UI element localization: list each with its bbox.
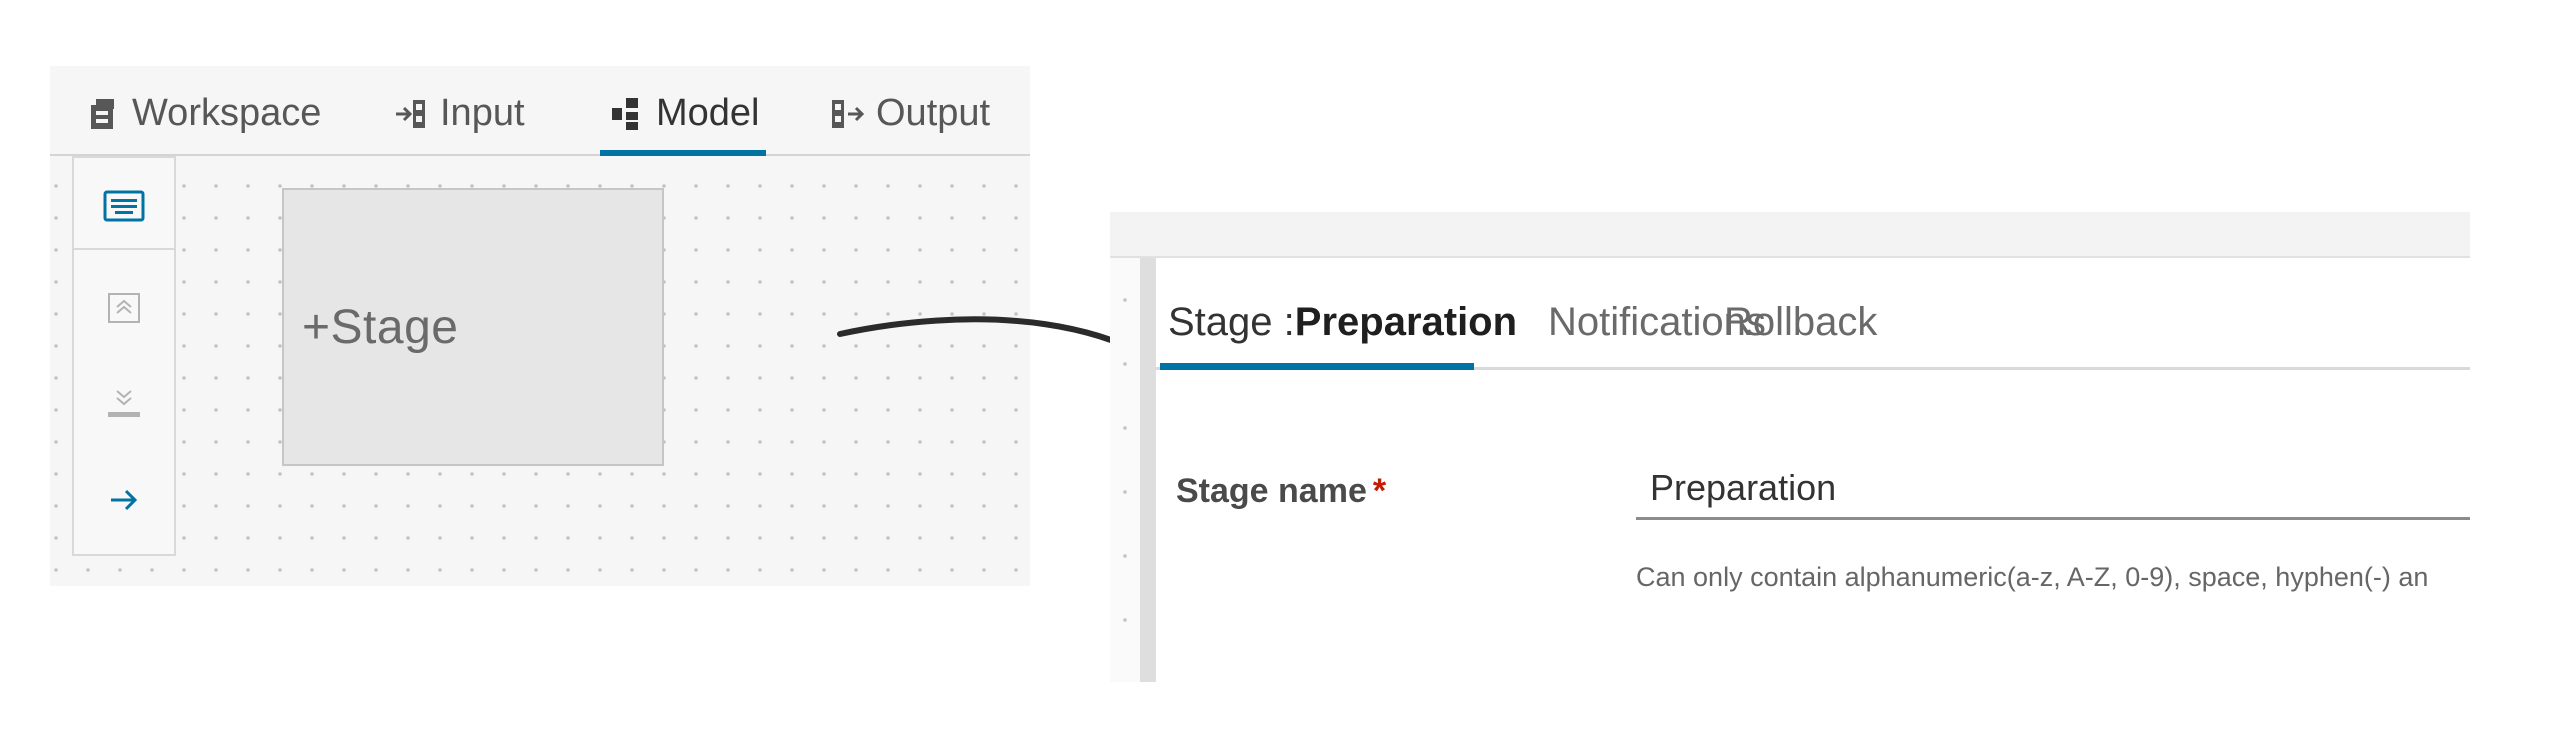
tab-output[interactable]: Output xyxy=(830,86,990,156)
panel-header-bar xyxy=(1110,212,2470,258)
panel-resize-handle[interactable] xyxy=(1140,258,1156,682)
add-stage-button[interactable]: +Stage xyxy=(282,188,664,466)
pipeline-editor-panel: Workspace Input Model xyxy=(50,66,1030,586)
tab-label: Notifications xyxy=(1548,300,1766,344)
model-icon xyxy=(612,98,638,130)
tab-model[interactable]: Model xyxy=(600,86,766,156)
stage-name-helper-text: Can only contain alphanumeric(a-z, A-Z, … xyxy=(1636,562,2429,592)
pipeline-canvas[interactable]: +Stage xyxy=(50,156,1030,586)
tab-stage-prefix: Stage : xyxy=(1168,300,1295,344)
stage-name-label: Stage name* xyxy=(1176,472,1386,511)
input-icon xyxy=(396,100,425,128)
workspace-icon xyxy=(91,99,114,129)
required-indicator: * xyxy=(1372,472,1387,510)
editor-tabs: Workspace Input Model xyxy=(50,66,1030,156)
tab-workspace[interactable]: Workspace xyxy=(86,86,321,156)
stage-properties-panel: Stage :Preparation Notifications Rollbac… xyxy=(1110,212,2470,682)
tab-label: Rollback xyxy=(1724,300,1878,344)
arrow-right-icon xyxy=(111,489,138,511)
tab-label: Output xyxy=(876,92,991,134)
tab-label: Model xyxy=(656,92,760,134)
tab-stage-value: Preparation xyxy=(1294,300,1518,344)
canvas-toolbar xyxy=(72,156,176,556)
keyboard-icon xyxy=(103,190,145,222)
tab-rollback[interactable]: Rollback xyxy=(1724,300,1877,370)
canvas-gutter xyxy=(1110,258,1140,682)
tab-label: Workspace xyxy=(132,92,322,134)
tab-input[interactable]: Input xyxy=(394,86,525,156)
stage-name-input[interactable] xyxy=(1636,458,2470,520)
next-button[interactable] xyxy=(74,460,174,540)
keyboard-button[interactable] xyxy=(74,164,174,250)
stage-properties-content: Stage :Preparation Notifications Rollbac… xyxy=(1156,258,2470,682)
expand-button[interactable] xyxy=(74,364,174,444)
collapse-up-icon xyxy=(108,293,140,323)
tab-label: Input xyxy=(440,92,525,134)
collapse-button[interactable] xyxy=(74,268,174,348)
stage-tabs: Stage :Preparation Notifications Rollbac… xyxy=(1156,258,2470,370)
expand-down-icon xyxy=(108,390,140,417)
output-icon xyxy=(832,100,865,128)
tab-stage[interactable]: Stage :Preparation xyxy=(1160,300,1517,370)
stage-name-label-text: Stage name xyxy=(1176,472,1367,510)
add-stage-label: +Stage xyxy=(302,300,459,354)
tab-notifications[interactable]: Notifications xyxy=(1548,300,1766,370)
